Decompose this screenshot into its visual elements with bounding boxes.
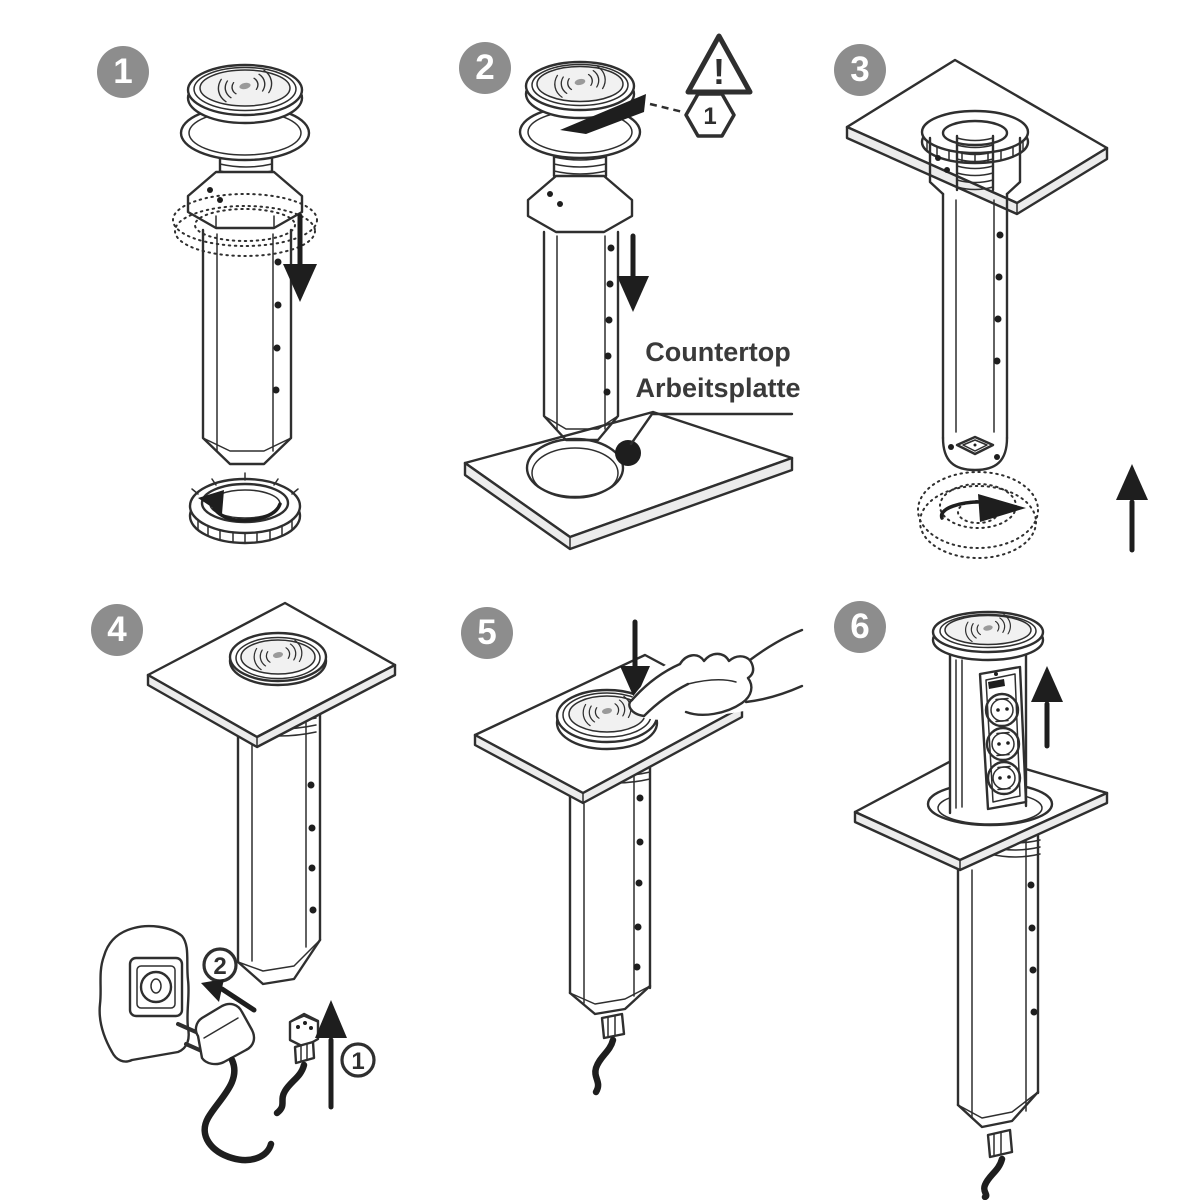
locking-ring xyxy=(188,472,302,545)
step-2-badge: 2 xyxy=(459,42,511,94)
step-3-panel xyxy=(830,20,1170,560)
pressing-hand xyxy=(628,628,808,721)
pop-up-arrow-icon xyxy=(1031,666,1063,749)
step-1-panel xyxy=(70,20,410,560)
wall-callout: 2 xyxy=(201,947,257,1013)
step-3-number: 3 xyxy=(850,50,870,89)
step-3-badge: 3 xyxy=(834,44,886,96)
step-1-number: 1 xyxy=(113,52,133,91)
step-2-illustration: ! 1 Countertop Arbeitsplatte xyxy=(463,33,801,551)
power-cable xyxy=(592,1036,617,1096)
countertop-label-de: Arbeitsplatte xyxy=(635,373,800,403)
step-4-badge: 4 xyxy=(91,604,143,656)
pointer-arrow-icon xyxy=(560,94,646,134)
step-1-illustration xyxy=(172,63,318,545)
step-4-number: 4 xyxy=(107,610,127,649)
step-5-panel xyxy=(450,590,810,1180)
popup-column xyxy=(928,134,1022,472)
up-arrow-icon xyxy=(315,1000,347,1038)
wall-callout-number: 2 xyxy=(213,953,226,980)
arrow-to-outlet-icon xyxy=(201,979,224,1002)
socket-tower xyxy=(931,610,1045,815)
power-cable xyxy=(201,1056,275,1164)
step-5-badge: 5 xyxy=(461,607,513,659)
rotation-arrow-icon xyxy=(198,490,282,523)
part-callout-number: 1 xyxy=(703,103,716,130)
step-3-illustration xyxy=(845,58,1148,559)
socket-1 xyxy=(984,692,1020,728)
step-5-number: 5 xyxy=(477,613,497,652)
countertop-label-callout: Countertop Arbeitsplatte xyxy=(615,337,801,466)
insert-down-arrow-icon xyxy=(283,213,317,302)
flush-disc xyxy=(228,631,328,687)
warning-mark: ! xyxy=(713,51,725,92)
rotation-arrow-icon xyxy=(939,494,1026,522)
hexagon-callout-icon xyxy=(684,92,736,138)
iec-cable xyxy=(273,1061,308,1117)
charging-cap xyxy=(931,610,1045,662)
tighten-up-arrow-icon xyxy=(1116,464,1148,553)
step-2-panel: ! 1 Countertop Arbeitsplatte xyxy=(440,20,820,560)
popup-column xyxy=(956,810,1041,1200)
locking-ring-dotted xyxy=(917,471,1039,559)
step-4-illustration: 2 1 xyxy=(98,601,397,1164)
insert-down-arrow-icon xyxy=(617,233,649,312)
step-4-panel: 2 1 xyxy=(70,590,450,1180)
iec-connector xyxy=(273,1012,320,1117)
warning-icon: ! xyxy=(685,33,753,95)
socket-3 xyxy=(986,760,1022,796)
step-6-badge: 6 xyxy=(834,601,886,653)
callout-dot xyxy=(615,440,641,466)
socket-frame xyxy=(978,665,1028,811)
popup-column xyxy=(172,63,318,466)
socket-2 xyxy=(985,726,1021,762)
step-5-illustration xyxy=(473,619,808,1096)
press-down-arrow-icon xyxy=(620,619,650,700)
power-cable xyxy=(981,1155,1006,1200)
power-plug xyxy=(176,1002,275,1164)
countertop-label-en: Countertop xyxy=(645,337,790,367)
power-inlet xyxy=(955,435,995,456)
wall-outlet xyxy=(98,924,190,1063)
popup-disc xyxy=(555,688,659,751)
plug-callout-number: 1 xyxy=(351,1048,364,1075)
usb-port-icon xyxy=(988,679,1005,689)
step-6-illustration xyxy=(853,610,1109,1200)
plug-callout: 1 xyxy=(315,1000,376,1110)
step-6-panel xyxy=(830,590,1200,1200)
part-callout: 1 xyxy=(560,92,736,138)
step-1-badge: 1 xyxy=(97,46,149,98)
countertop-board xyxy=(463,410,794,551)
step-2-number: 2 xyxy=(475,48,495,87)
step-6-number: 6 xyxy=(850,607,870,646)
